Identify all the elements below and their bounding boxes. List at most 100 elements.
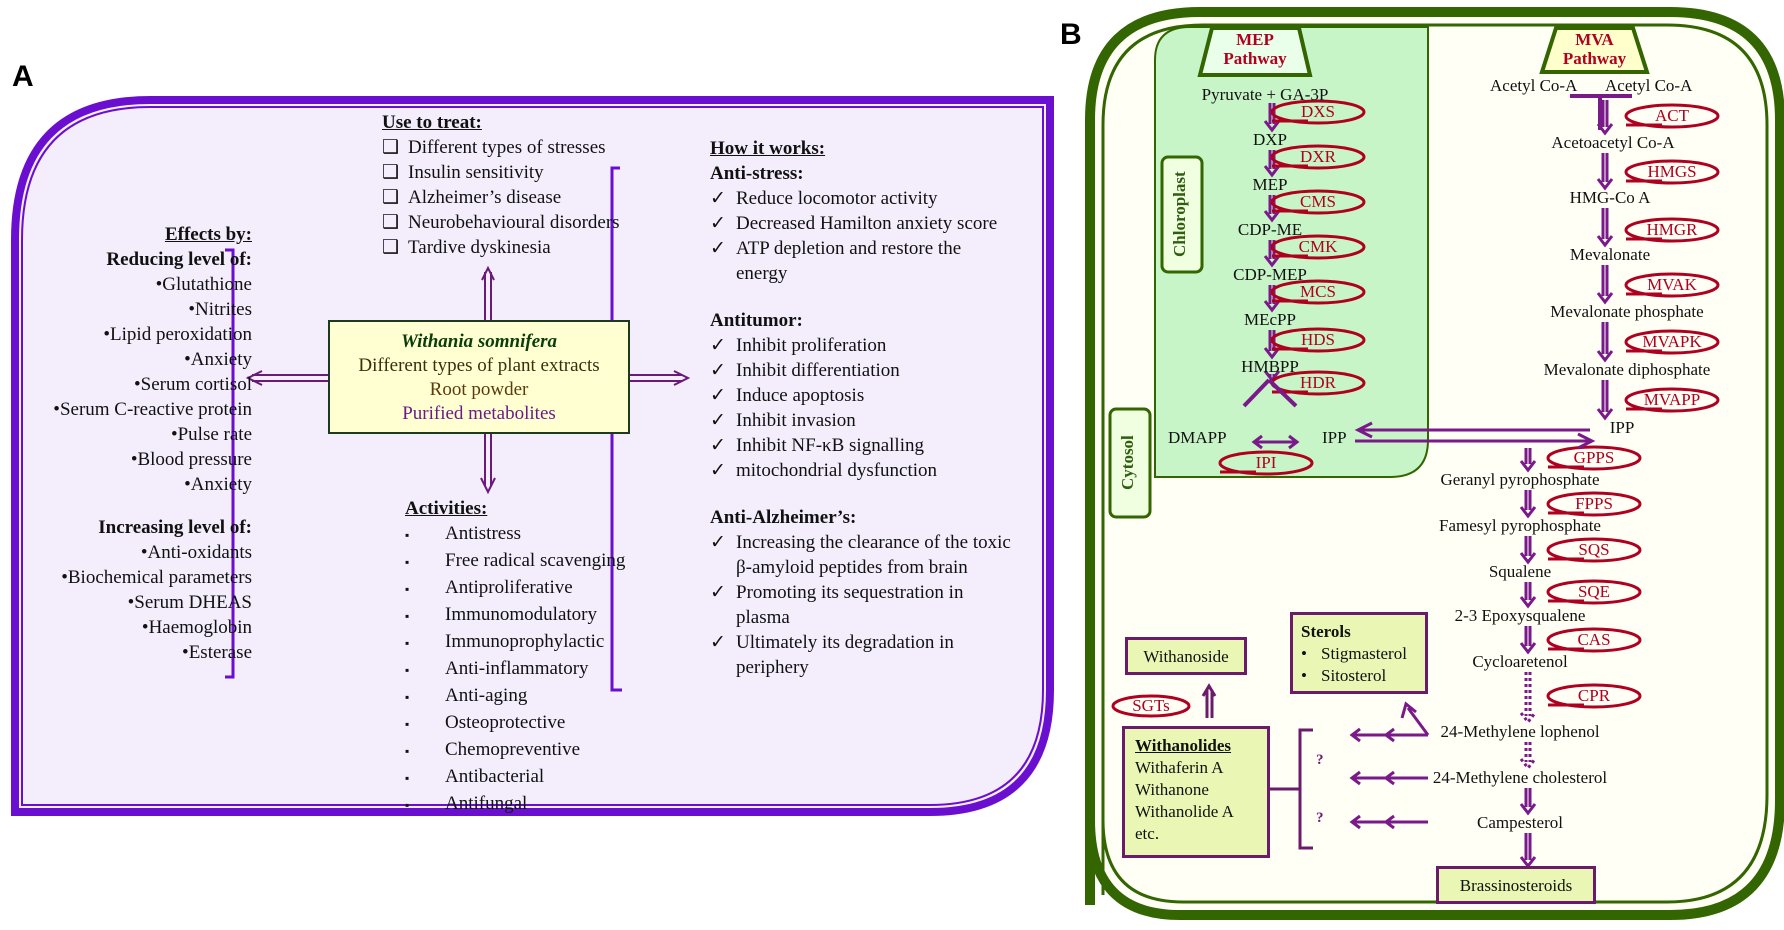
enzyme-oval [1624, 217, 1720, 243]
mva-metabolite: Mevalonate [1569, 245, 1651, 264]
mechanism-item: ✓Decreased Hamilton anxiety score [710, 211, 1011, 236]
checkbox-icon: ❑ [382, 187, 400, 208]
mechanism-item: ✓Reduce locomotor activity [710, 186, 1011, 211]
how-it-works-section: How it works: Anti-stress:✓Reduce locomo… [710, 136, 1011, 680]
sgts-enzyme-oval [1111, 694, 1191, 718]
mechanism-item: β-amyloid peptides from brain [710, 555, 1011, 580]
mep-ipp-label: IPP [1322, 428, 1347, 447]
square-bullet-icon: ▪ [405, 717, 410, 731]
checkbox-icon: ❑ [382, 162, 400, 183]
panel-a-label: A [12, 60, 34, 93]
sterol-pathway-metabolite: 24-Methylene lophenol [1440, 722, 1600, 741]
enzyme-label: HDR [1300, 373, 1336, 392]
bullet-icon: • [1301, 644, 1307, 663]
sterols-title: Sterols [1301, 622, 1351, 641]
side-arrows [1349, 701, 1430, 830]
reaction-arrow [1596, 153, 1614, 191]
mechanism-item: plasma [710, 605, 1011, 630]
effects-bracket [225, 248, 235, 679]
increasing-item: •Biochemical parameters [61, 567, 252, 588]
mechanism-item: ✓ATP depletion and restore the [710, 236, 1011, 261]
chloroplast-label-box [1160, 155, 1204, 274]
reaction-arrow [1519, 536, 1537, 565]
activity-item: ▪ Osteoprotective [405, 710, 625, 737]
mechanism-item: ✓mitochondrial dysfunction [710, 458, 1011, 483]
sterol-item: •Sitosterol [1301, 665, 1417, 687]
mechanism-item: ✓Inhibit NF-κB signalling [710, 433, 1011, 458]
increasing-item: •Haemoglobin [141, 617, 252, 638]
check-icon: ✓ [710, 213, 726, 234]
check-icon: ✓ [710, 582, 726, 603]
mechanism-label: energy [736, 263, 788, 284]
reaction-arrow [1596, 322, 1614, 363]
reducing-item: •Anxiety [184, 474, 252, 495]
reaction-arrow [1519, 626, 1537, 655]
mechanism-item: ✓Ultimately its degradation in [710, 630, 1011, 655]
activity-item: ▪Immunoprophylactic [405, 629, 625, 656]
reaction-arrow [1519, 448, 1537, 473]
mep-metabolite: MEcPP [1244, 310, 1296, 329]
mva-metabolite: HMG-Co A [1569, 188, 1651, 207]
checkbox-icon: ❑ [382, 137, 400, 158]
square-bullet-icon: ▪ [405, 582, 410, 596]
enzyme-oval [1270, 234, 1366, 260]
treat-item-label: Neurobehavioural disorders [408, 212, 620, 233]
use-to-treat-section: Use to treat: ❑Different types of stress… [382, 110, 620, 260]
enzyme-label: HDS [1300, 330, 1335, 349]
sterol-label: Sitosterol [1321, 666, 1387, 685]
effects-heading: Effects by: [164, 224, 252, 245]
dmapp-label: DMAPP [1168, 428, 1227, 447]
withanolide-item: etc. [1135, 824, 1160, 843]
sterol-pathway-metabolite: 24-Methylene cholesterol [1432, 768, 1608, 787]
reaction-arrow [1596, 380, 1614, 421]
enzyme-label: IPI [1255, 453, 1277, 472]
treat-item: ❑Neurobehavioural disorders [382, 210, 620, 235]
reducing-item: •Glutathione [155, 274, 252, 295]
enzyme-label: CMS [1300, 192, 1336, 211]
reaction-arrow [1519, 788, 1537, 816]
enzyme-label: HMGR [1646, 220, 1698, 239]
acetyl-join-arrow [1570, 94, 1632, 130]
mechanism-label: Inhibit invasion [736, 410, 856, 431]
activity-label: Anti-inflammatory [445, 658, 589, 679]
check-icon: ✓ [710, 460, 726, 481]
mep-metabolite: HMBPP [1241, 357, 1299, 376]
square-bullet-icon: ▪ [405, 798, 410, 812]
enzyme-label: DXR [1300, 147, 1336, 166]
enzyme-label: MCS [1300, 282, 1336, 301]
mep-label-box [1197, 26, 1313, 77]
activities-section: Activities: ▪Antistress▪Free radical sca… [405, 496, 625, 818]
reaction-arrow [1596, 265, 1614, 305]
activities-heading: Activities: [405, 498, 488, 519]
sgts-enzyme-label: SGTs [1132, 696, 1170, 715]
mechanism-title: Anti-Alzheimer’s: [710, 507, 857, 528]
cytosol-label: Cytosol [1118, 435, 1137, 490]
square-bullet-icon: ▪ [405, 609, 410, 623]
sterols-box: Sterols •Stigmasterol•Sitosterol [1290, 612, 1428, 694]
increasing-item: •Esterase [182, 642, 252, 663]
activity-item: ▪Chemopreventive [405, 737, 625, 764]
activity-label: Osteoprotective [445, 712, 566, 733]
increasing-item: •Anti-oxidants [140, 542, 252, 563]
arrow-down [480, 434, 496, 495]
activity-label: Chemopreventive [445, 739, 581, 760]
mva-metabolite: Mevalonate phosphate [1550, 302, 1704, 321]
activity-label: Antistress [445, 523, 521, 544]
check-icon: ✓ [710, 435, 726, 456]
mechanism-item: periphery [710, 655, 1011, 680]
enzyme-oval [1270, 99, 1366, 125]
ipi-double-arrow [1251, 434, 1300, 450]
center-line-metabolites: Purified metabolites [402, 403, 556, 424]
arrow-left [245, 370, 328, 386]
species-name: Withania somnifera [400, 331, 558, 352]
withanolide-item: Withanone [1135, 780, 1209, 799]
activity-label: Antibacterial [445, 766, 545, 787]
treat-item: ❑Tardive dyskinesia [382, 235, 620, 260]
enzyme-oval [1218, 450, 1314, 476]
mep-metabolite: MEP [1252, 175, 1288, 194]
activity-item: ▪Antiproliferative [405, 575, 625, 602]
sterol-pathway-metabolite: Campesterol [1477, 813, 1563, 832]
reaction-arrow [1519, 490, 1537, 519]
